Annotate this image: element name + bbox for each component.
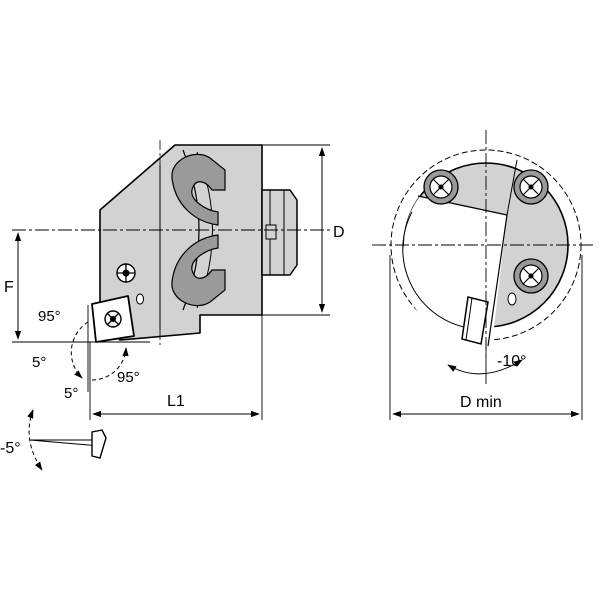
front-screw-2-icon	[513, 169, 549, 205]
side-view: D F L1 95° 5° 5° 95°	[4, 140, 345, 420]
angle-arc-left	[70, 321, 89, 379]
clamp-slot-lower	[171, 234, 226, 307]
label-inclination: -5°	[0, 440, 21, 457]
label-F: F	[4, 279, 14, 296]
coolant-hole	[136, 293, 144, 305]
face-inner-arc	[402, 211, 465, 328]
rotation-arc	[447, 359, 523, 375]
shank-key	[265, 224, 277, 240]
face-line-3	[506, 159, 518, 216]
label-rotation: -10°	[497, 353, 527, 370]
label-L1: L1	[167, 393, 185, 410]
label-5-left: 5°	[32, 354, 46, 371]
front-screw-1-icon	[423, 169, 459, 205]
angle-arc-bottom	[91, 347, 129, 381]
label-dmin: D min	[460, 394, 502, 411]
insert-screw-icon	[104, 310, 122, 328]
label-D: D	[333, 224, 345, 241]
clamp-slot-upper	[171, 153, 226, 226]
label-95-bottom: 95°	[117, 369, 140, 386]
front-view: -10° D min	[372, 130, 596, 420]
inclination-detail: -5°	[0, 409, 107, 471]
inclination-arc	[27, 409, 43, 471]
coupling-shank	[261, 189, 298, 276]
front-coolant-hole	[507, 292, 517, 306]
label-95-top: 95°	[38, 308, 61, 325]
inclination-insert-line	[29, 439, 101, 447]
label-5-bottom: 5°	[64, 385, 78, 402]
front-insert-edge	[465, 297, 473, 341]
face-line-2	[487, 214, 508, 347]
insert-profile	[91, 429, 107, 459]
front-insert	[461, 296, 489, 345]
clamp-screw-icon	[116, 263, 136, 283]
front-screw-3-icon	[513, 258, 549, 294]
